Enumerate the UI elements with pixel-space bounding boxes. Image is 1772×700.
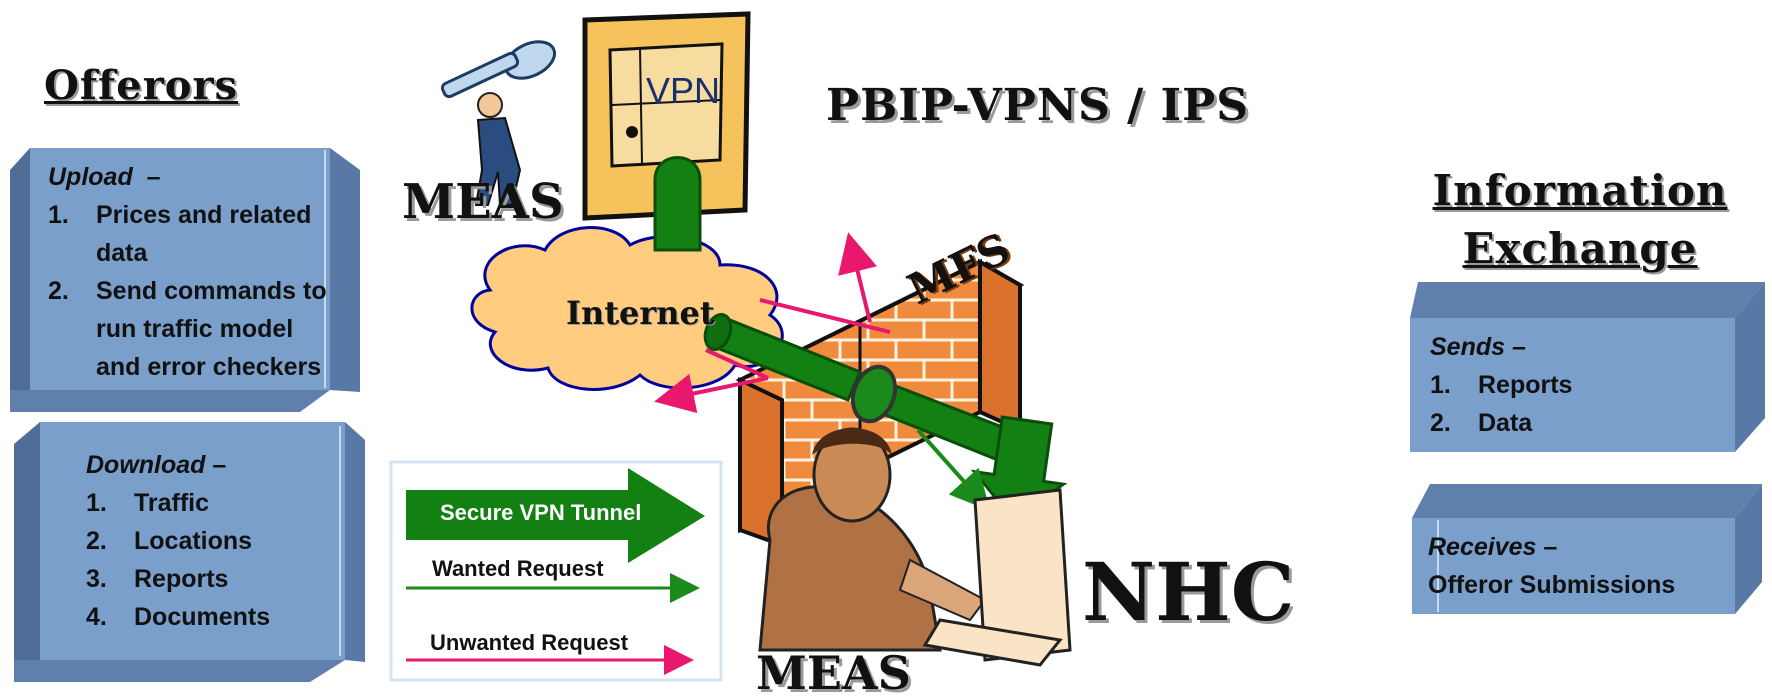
- info-exchange-line2: Exchange: [1462, 224, 1698, 273]
- receives-box-content: Receives – Offeror Submissions: [1428, 528, 1728, 604]
- receives-box: [1412, 484, 1762, 614]
- download-item-number: 2.: [86, 527, 107, 555]
- legend-tunnel-arrow: [406, 468, 705, 563]
- download-item-number: 1.: [86, 489, 107, 517]
- upload-item: 1. Prices and related data: [48, 196, 348, 272]
- sends-item-number: 2.: [1430, 409, 1451, 437]
- vpn-door-label: VPN: [646, 70, 721, 111]
- internet-label: Internet: [566, 294, 715, 332]
- tunnel-door-to-cloud: [653, 156, 702, 252]
- info-exchange-heading: Information Exchange: [1430, 162, 1730, 278]
- sends-item: 2. Data: [1430, 404, 1730, 442]
- legend-unwanted-label: Unwanted Request: [430, 630, 629, 655]
- upload-item-line: Prices and related: [96, 201, 312, 229]
- receives-body: Offeror Submissions: [1428, 571, 1676, 599]
- key-man-icon: [440, 40, 557, 206]
- download-item-text: Documents: [134, 603, 271, 631]
- receives-title: Receives: [1428, 533, 1537, 561]
- sends-item-text: Reports: [1478, 371, 1573, 399]
- sends-item: 1. Reports: [1430, 366, 1730, 404]
- download-item-number: 3.: [86, 565, 107, 593]
- download-dash: –: [212, 451, 227, 479]
- info-exchange-line1: Information: [1432, 166, 1728, 215]
- receives-dash: –: [1543, 533, 1558, 561]
- upload-title: Upload: [48, 163, 133, 191]
- download-item: 3. Reports: [86, 560, 346, 598]
- download-item-text: Reports: [134, 565, 229, 593]
- page-title: PBIP-VPNS / IPS: [826, 80, 1249, 131]
- upload-item: 2. Send commands to run traffic model an…: [48, 272, 348, 386]
- upload-item-line: Send commands to: [96, 277, 327, 305]
- operator-at-computer-icon: [758, 427, 1072, 667]
- download-title: Download: [86, 451, 206, 479]
- download-item: 2. Locations: [86, 522, 346, 560]
- offerors-heading: Offerors: [44, 62, 239, 109]
- unwanted-arrows: [654, 232, 891, 414]
- sends-item-number: 1.: [1430, 371, 1451, 399]
- upload-item-line: data: [96, 239, 148, 267]
- legend-box: [389, 460, 723, 682]
- meas-bottom-label: MEAS: [756, 646, 911, 700]
- upload-item-line: run traffic model: [96, 315, 294, 343]
- download-item: 1. Traffic: [86, 484, 346, 522]
- download-item: 4. Documents: [86, 598, 346, 636]
- legend-wanted-label: Wanted Request: [432, 556, 604, 581]
- upload-dash: –: [146, 163, 161, 191]
- sends-title: Sends: [1430, 333, 1506, 361]
- sends-item-text: Data: [1478, 409, 1533, 437]
- download-item-text: Locations: [134, 527, 253, 555]
- wanted-arrow: [916, 428, 991, 511]
- nhc-label: NHC: [1082, 545, 1295, 639]
- upload-item-number: 1.: [48, 201, 69, 229]
- sends-box: [1410, 282, 1765, 452]
- sends-dash: –: [1511, 333, 1526, 361]
- download-box-content: Download – 1. Traffic 2. Locations 3. Repor…: [86, 446, 346, 636]
- download-item-text: Traffic: [134, 489, 210, 517]
- upload-item-line: and error checkers: [96, 353, 322, 381]
- legend-tunnel-label: Secure VPN Tunnel: [440, 500, 642, 525]
- vpn-door: [582, 11, 751, 221]
- meas-top-label: MEAS: [402, 174, 564, 230]
- upload-box-content: Upload – 1. Prices and related data 2. S…: [48, 158, 348, 386]
- download-item-number: 4.: [86, 603, 107, 631]
- sends-box-content: Sends – 1. Reports 2. Data: [1430, 328, 1730, 442]
- upload-box: [10, 148, 360, 412]
- upload-item-number: 2.: [48, 277, 69, 305]
- download-box: [14, 422, 365, 682]
